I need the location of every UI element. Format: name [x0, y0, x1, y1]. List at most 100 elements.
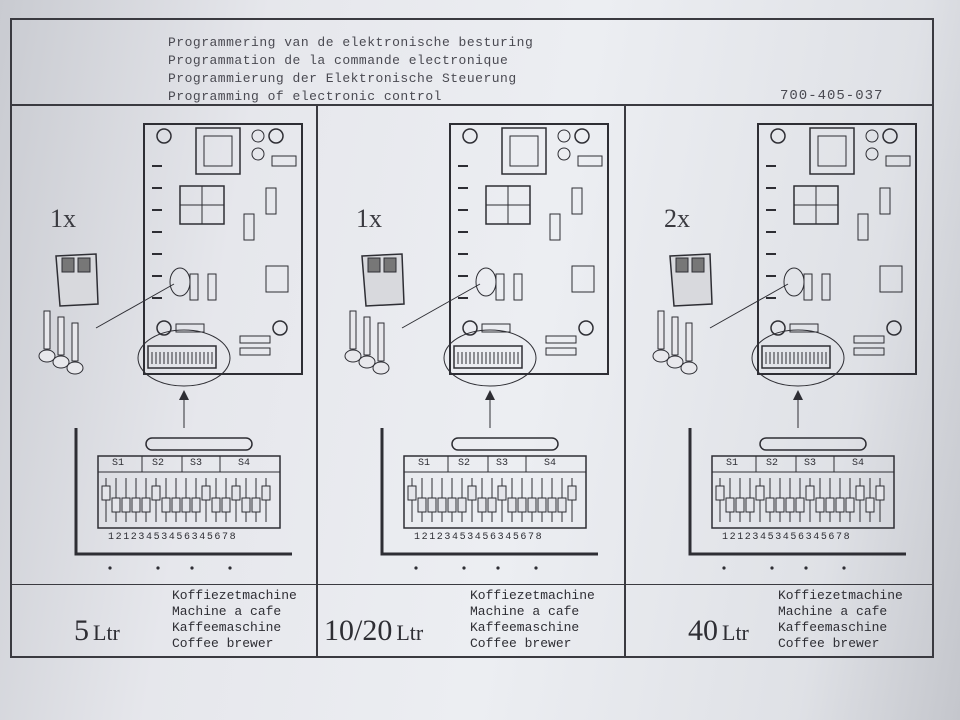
machine-name: Coffee brewer — [778, 636, 880, 651]
title-block: Programmering van de elektronische bestu… — [168, 34, 533, 106]
switch-lever — [121, 497, 131, 513]
switch-lever — [101, 485, 111, 501]
dip-switch-enlarged — [711, 455, 895, 529]
switch-position-numbers: 12123453456345678 — [108, 532, 238, 543]
machine-name: Coffee brewer — [172, 636, 274, 651]
title-english: Programming of electronic control — [168, 89, 442, 104]
switch-group-label: S4 — [852, 458, 865, 469]
ic-chip — [853, 347, 885, 356]
volume-unit: Ltr — [722, 620, 749, 645]
switch-lever — [537, 497, 547, 513]
dip-switch-marker — [751, 329, 845, 387]
machine-name: Machine a cafe — [778, 604, 888, 619]
mount-hole — [574, 128, 590, 144]
switch-lever — [477, 497, 487, 513]
switch-lever — [131, 497, 141, 513]
reference-dot — [228, 566, 232, 570]
capacitor — [251, 129, 265, 143]
header-pin-base — [652, 349, 670, 363]
switch-group-label: S1 — [112, 458, 125, 469]
switch-lever — [447, 497, 457, 513]
circuit-diagram — [652, 123, 917, 570]
arrow-head — [485, 390, 495, 400]
ic-chip — [175, 323, 205, 333]
switch-lever — [715, 485, 725, 501]
reference-dot — [770, 566, 774, 570]
switch-lever — [755, 485, 765, 501]
switch-group-label: S2 — [152, 458, 165, 469]
header-pin — [71, 322, 79, 362]
switch-cover — [759, 437, 867, 451]
header-pin — [377, 322, 385, 362]
machine-name: Koffiezetmachine — [778, 588, 903, 603]
switch-lever — [231, 485, 241, 501]
capacitor — [251, 147, 265, 161]
ic-chip — [265, 187, 277, 215]
switch-cover — [451, 437, 559, 451]
switch-lever — [765, 497, 775, 513]
switch-lever — [261, 485, 271, 501]
switch-lever — [507, 497, 517, 513]
ic-chip — [803, 273, 813, 301]
switch-lever — [865, 497, 875, 513]
switch-lever — [251, 497, 261, 513]
switch-group-label: S1 — [418, 458, 431, 469]
switch-lever — [557, 497, 567, 513]
switch-lever — [845, 497, 855, 513]
header-pin — [657, 310, 665, 350]
ic-chip — [549, 213, 561, 241]
switch-group-label: S3 — [496, 458, 509, 469]
ic-chip — [879, 187, 891, 215]
pcb-outline — [757, 123, 917, 375]
panel-divider-2 — [624, 106, 626, 656]
switch-lever — [745, 497, 755, 513]
switch-lever — [795, 497, 805, 513]
ic-chip — [821, 273, 831, 301]
ic-chip — [789, 323, 819, 333]
switch-group-label: S3 — [804, 458, 817, 469]
mount-hole — [886, 320, 902, 336]
ic-chip — [571, 265, 595, 293]
switch-group-label: S1 — [726, 458, 739, 469]
switch-lever — [467, 485, 477, 501]
leader-line — [709, 283, 789, 329]
leader-line — [95, 283, 175, 329]
footer-divider — [10, 584, 934, 585]
volume-value: 5 — [74, 614, 89, 647]
ic-chip — [857, 213, 869, 241]
switch-lever — [855, 485, 865, 501]
switch-lever — [825, 497, 835, 513]
onboard-dip-switch — [147, 345, 217, 369]
header-pin — [671, 316, 679, 356]
switch-group-label: S4 — [544, 458, 557, 469]
jumper-location-marker — [475, 267, 497, 297]
switch-lever — [241, 497, 251, 513]
switch-group-label: S4 — [238, 458, 251, 469]
mount-hole — [770, 128, 786, 144]
switch-lever — [567, 485, 577, 501]
title-french: Programmation de la commande electroniqu… — [168, 53, 509, 68]
machine-name: Coffee brewer — [470, 636, 572, 651]
transformer — [501, 127, 547, 175]
dip-switch-marker — [443, 329, 537, 387]
jumper-slot — [77, 257, 91, 273]
ic-chip — [481, 323, 511, 333]
machine-name: Kaffeemaschine — [470, 620, 580, 635]
jumper-slot — [691, 257, 705, 273]
header-pin-base — [52, 355, 70, 369]
arrow-head — [179, 390, 189, 400]
ic-chip — [243, 213, 255, 241]
dip-switch-enlarged — [97, 455, 281, 529]
reference-dot — [156, 566, 160, 570]
switch-group-label: S2 — [766, 458, 779, 469]
jumper-slot — [383, 257, 397, 273]
reference-dot — [108, 566, 112, 570]
transformer — [195, 127, 241, 175]
dip-switch-enlarged — [403, 455, 587, 529]
header-pin-base — [66, 361, 84, 375]
onboard-dip-switch — [453, 345, 523, 369]
